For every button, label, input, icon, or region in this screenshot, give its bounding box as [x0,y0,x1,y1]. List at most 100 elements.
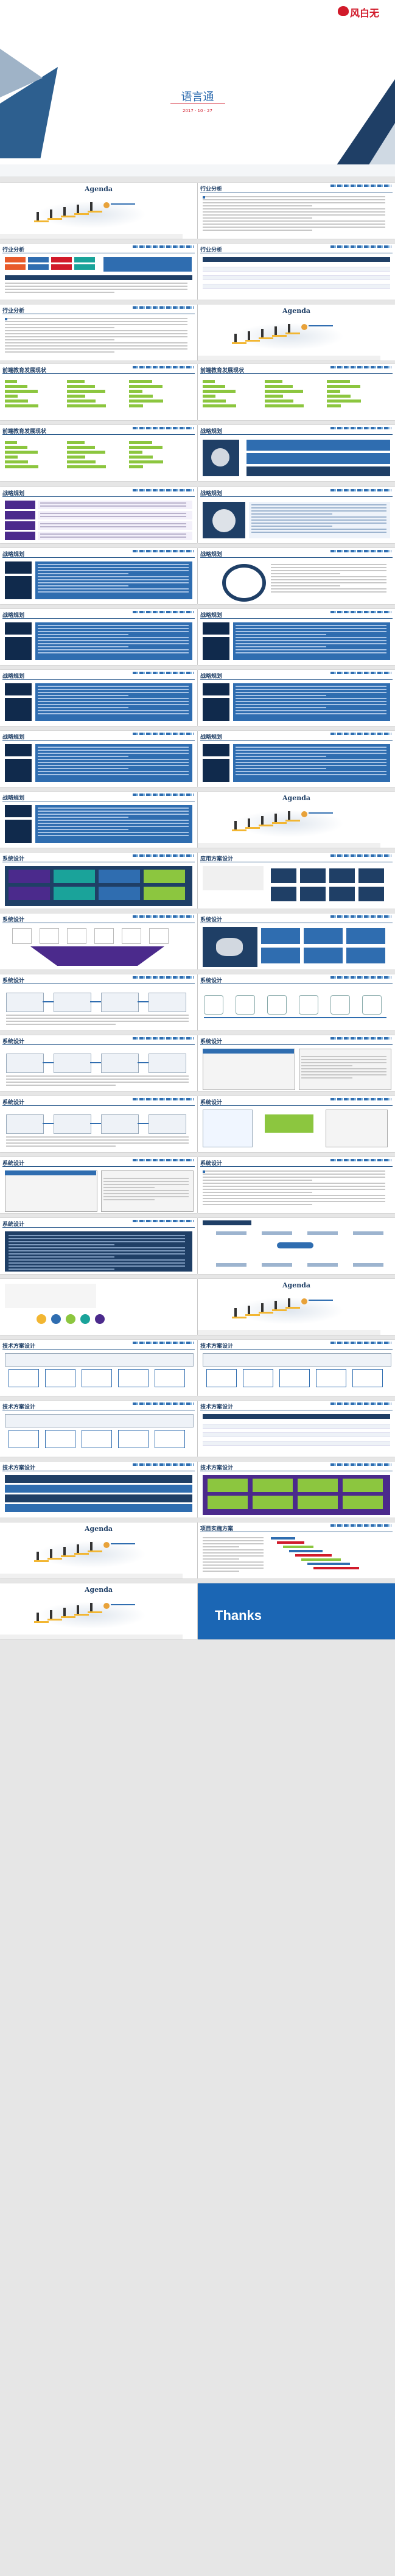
text-line [203,1192,312,1193]
chart-bar [5,451,38,454]
module-tile [298,1479,338,1492]
slide[interactable]: 战略规划 [0,792,197,848]
slide[interactable]: 系统设计 [198,1035,395,1091]
slide[interactable] [0,1279,197,1335]
text-line [271,579,386,580]
slide[interactable]: 项目实施方案 [198,1522,395,1578]
text-line [236,643,386,644]
step-bar [272,335,287,337]
app-tile [300,868,326,883]
progress-strip [133,1037,194,1040]
text-line [38,835,189,836]
slide[interactable]: 系统设计 [198,913,395,970]
step-bar [232,829,246,831]
text-line [9,1247,185,1248]
text-line [38,591,189,593]
slide[interactable]: 战略规划 [0,731,197,787]
text-line [251,504,386,505]
slide[interactable]: 技术方案设计 [0,1462,197,1518]
slide[interactable]: 战略规划 [198,487,395,543]
slide[interactable]: 行业分析 [0,244,197,300]
text-line [203,1204,312,1205]
text-line [38,759,189,760]
text-line [236,628,386,629]
text-line [301,1068,386,1069]
slide[interactable]: 行业分析 [198,183,395,239]
slide[interactable]: 系统设计 [198,1157,395,1213]
slide[interactable]: 行业分析 [0,304,197,361]
slide[interactable]: 行业分析 [198,244,395,300]
text-line [6,1021,189,1022]
slide[interactable]: 战略规划 [198,670,395,726]
slide[interactable]: 战略规划 [198,425,395,481]
slide[interactable]: Agenda [198,792,395,848]
slide[interactable]: Agenda [198,304,395,361]
chart-bar [203,385,225,388]
slide[interactable]: 系统设计 [0,974,197,1030]
slide[interactable]: 系统设计 [0,1096,197,1152]
app-tile [300,887,326,901]
slide[interactable]: 系统设计 [0,1218,197,1274]
header-rule [2,373,195,374]
slide[interactable]: 前端教育发展现状 [0,425,197,481]
text-line [236,707,326,708]
slide[interactable]: 系统设计 [198,974,395,1030]
step-bar [74,213,89,215]
progress-strip [330,550,391,552]
slide[interactable]: 战略规划 [0,487,197,543]
slide[interactable]: 技术方案设计 [198,1401,395,1457]
slide[interactable]: 系统设计 [0,1157,197,1213]
text-line [203,1183,385,1184]
server-icon [45,1369,75,1387]
figure-person [261,816,264,825]
slide[interactable]: Agenda [0,183,197,239]
text-line [6,1075,189,1077]
slide[interactable]: Agenda [198,1279,395,1335]
slide[interactable]: 前端教育发展现状 [0,364,197,420]
slide[interactable]: 系统设计 [0,1035,197,1091]
slide[interactable]: 前端教育发展现状 [198,364,395,420]
slide[interactable]: Thanks [198,1583,395,1639]
slide[interactable]: 技术方案设计 [0,1401,197,1457]
phone-mock [203,866,264,890]
header-rule [2,618,195,619]
slide-header: 行业分析 [2,306,24,314]
app-tile [358,887,384,901]
header-rule [2,740,195,741]
chart-bar [129,399,163,403]
bar [5,275,192,280]
text-line [38,814,189,815]
bullet [5,318,7,320]
slide[interactable]: Agenda [0,1522,197,1578]
slide[interactable]: 战略规划 [0,548,197,604]
slide[interactable]: 战略规划 [0,670,197,726]
text-line [9,1253,185,1255]
partner-logo [51,264,72,270]
step-bar [47,1558,62,1560]
slide[interactable]: 系统设计 [0,853,197,909]
slide[interactable]: 战略规划 [198,731,395,787]
slide[interactable]: 战略规划 [0,609,197,665]
slide[interactable]: 战略规划 [198,609,395,665]
slide[interactable]: 系统设计 [198,1096,395,1152]
text-line [251,510,386,512]
chart-bar [5,395,18,398]
slide[interactable] [198,1218,395,1274]
slide[interactable]: 系统设计 [0,913,197,970]
device-icon [362,995,382,1015]
circle-icon [51,1314,61,1324]
text-line [6,1145,116,1147]
slide-heading: 技术方案设计 [2,1404,36,1410]
progress-strip [330,611,391,613]
slide[interactable]: 战略规划 [198,548,395,604]
server-icon [118,1369,149,1387]
slide[interactable]: 应用方案设计 [198,853,395,909]
slide[interactable]: 技术方案设计 [198,1462,395,1518]
slide[interactable]: 技术方案设计 [198,1340,395,1396]
slide-header: 系统设计 [2,915,24,923]
feature-icon [40,928,59,944]
module-tile [9,870,50,883]
slide[interactable]: 技术方案设计 [0,1340,197,1396]
slide[interactable]: Agenda [0,1583,197,1639]
